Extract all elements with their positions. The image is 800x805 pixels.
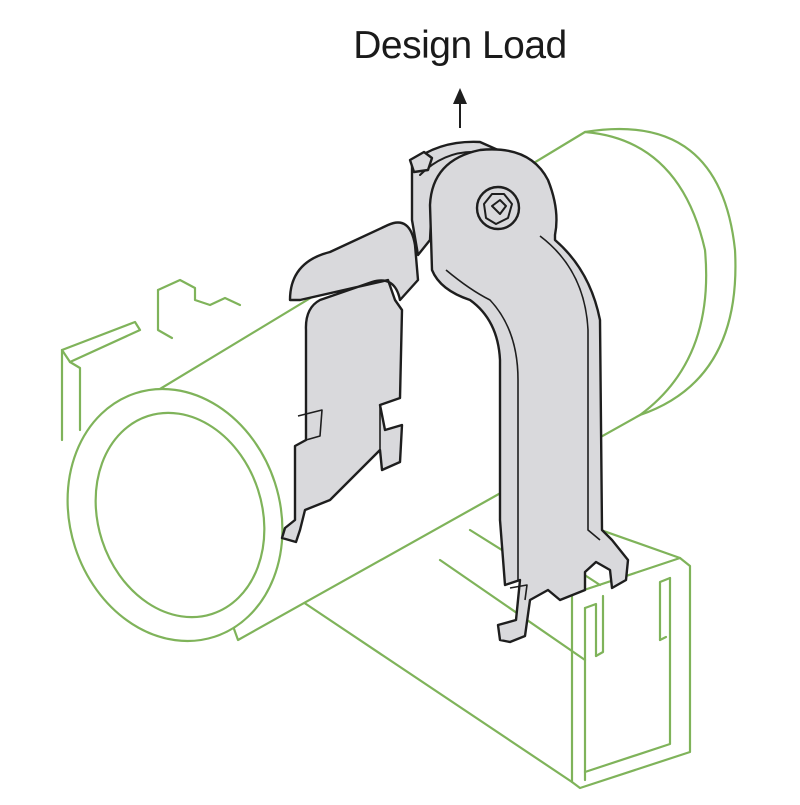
clamp-front-strap bbox=[428, 148, 630, 644]
design-load-label: Design Load bbox=[353, 24, 567, 67]
bolt-icon bbox=[475, 185, 521, 231]
strut-channel bbox=[156, 278, 692, 790]
arrow-up-icon bbox=[453, 88, 467, 128]
clamp-back-strap bbox=[280, 221, 420, 544]
